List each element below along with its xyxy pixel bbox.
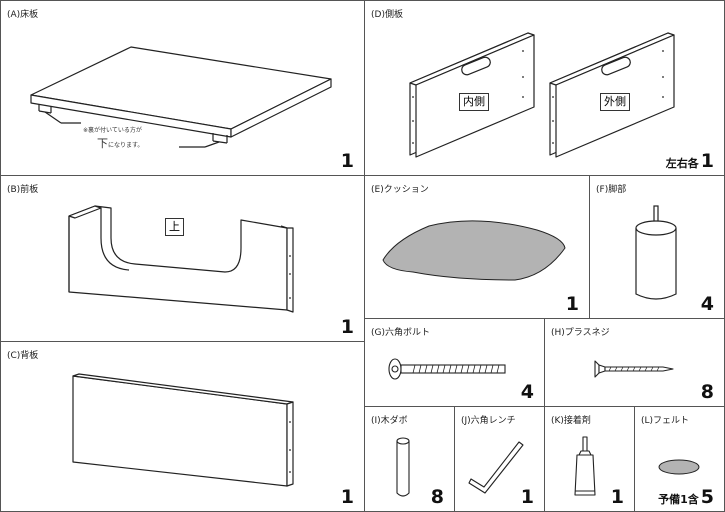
quantity-i: 8 xyxy=(430,486,444,508)
cell-hex-wrench: (J)六角レンチ 1 xyxy=(454,406,545,512)
badge-top: 上 xyxy=(165,218,184,236)
floor-board-drawing xyxy=(30,46,332,148)
cell-cushion: (E)クッション 1 xyxy=(364,175,590,319)
badge-outer-side: 外側 xyxy=(600,93,630,111)
back-board-drawing xyxy=(72,373,294,487)
part-label-k: (K)接着剤 xyxy=(551,416,591,426)
quantity-d-prefix: 左右各 xyxy=(665,157,699,170)
quantity-j: 1 xyxy=(520,486,534,508)
cell-phillips-screws: (H)プラスネジ 8 xyxy=(544,318,725,407)
leg-drawing xyxy=(635,205,677,300)
part-label-a: (A)床板 xyxy=(7,10,39,20)
dowel-drawing xyxy=(396,437,410,497)
cushion-drawing xyxy=(382,220,566,281)
floor-note-text: になります。 xyxy=(108,142,144,149)
part-label-i: (I)木ダボ xyxy=(371,416,408,426)
glue-tube-drawing xyxy=(574,436,596,496)
cell-hex-bolts: (G)六角ボルト 4 xyxy=(364,318,545,407)
cell-floor-board: (A)床板 ※裏が付いている方が 下になります。 1 xyxy=(0,0,365,176)
cell-legs: (F)脚部 4 xyxy=(589,175,725,319)
front-board-drawing xyxy=(68,205,294,313)
quantity-f: 4 xyxy=(700,293,714,315)
hex-wrench-drawing xyxy=(468,441,524,494)
floor-note-line1: ※裏が付いている方が xyxy=(83,127,142,134)
quantity-g: 4 xyxy=(520,381,534,403)
floor-note-big: 下 xyxy=(97,137,108,150)
part-label-j: (J)六角レンチ xyxy=(461,416,516,426)
part-label-c: (C)背板 xyxy=(7,351,39,361)
part-label-d: (D)側板 xyxy=(371,10,403,20)
part-label-f: (F)脚部 xyxy=(596,185,627,195)
part-label-e: (E)クッション xyxy=(371,185,429,195)
screw-drawing xyxy=(594,360,674,378)
quantity-l-prefix: 予備1含 xyxy=(658,493,699,506)
quantity-k: 1 xyxy=(610,486,624,508)
felt-pad-drawing xyxy=(658,459,700,475)
cell-front-board: (B)前板 上 1 xyxy=(0,175,365,342)
part-label-h: (H)プラスネジ xyxy=(551,328,610,338)
quantity-e: 1 xyxy=(565,293,579,315)
part-label-b: (B)前板 xyxy=(7,185,39,195)
quantity-d-value: 1 xyxy=(700,150,714,172)
quantity-c: 1 xyxy=(340,486,354,508)
cell-adhesive: (K)接着剤 1 xyxy=(544,406,635,512)
part-label-l: (L)フェルト xyxy=(641,416,690,426)
badge-inner-side: 内側 xyxy=(459,93,489,111)
quantity-l-value: 5 xyxy=(700,486,714,508)
hex-bolt-drawing xyxy=(388,358,506,380)
part-label-g: (G)六角ボルト xyxy=(371,328,430,338)
cell-back-board: (C)背板 1 xyxy=(0,341,365,512)
side-boards-drawing xyxy=(409,32,675,158)
floor-note-line2: 下になります。 xyxy=(97,135,143,151)
quantity-h: 8 xyxy=(700,381,714,403)
quantity-b: 1 xyxy=(340,316,354,338)
quantity-a: 1 xyxy=(340,150,354,172)
cell-wooden-dowels: (I)木ダボ 8 xyxy=(364,406,455,512)
